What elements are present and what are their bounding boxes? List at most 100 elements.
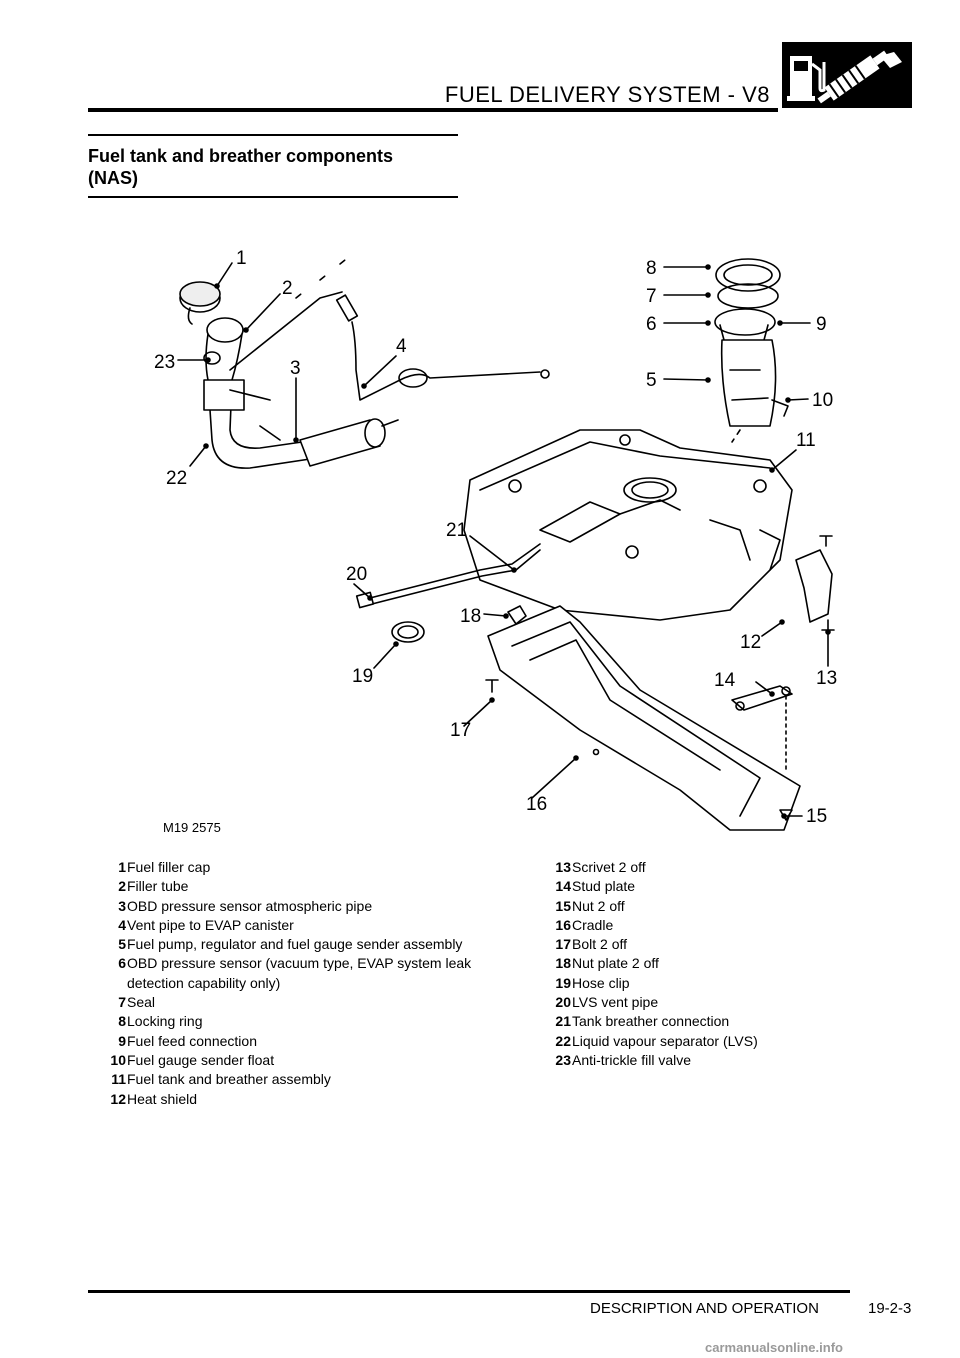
legend-num: 13 <box>555 859 571 875</box>
callout-12: 12 <box>740 632 761 653</box>
legend-num: 12 <box>110 1090 126 1107</box>
legend-text: Liquid vapour separator (LVS) <box>572 1032 758 1049</box>
callout-18: 18 <box>460 606 481 627</box>
footer-section-name: DESCRIPTION AND OPERATION <box>590 1300 819 1317</box>
legend-text: Heat shield <box>127 1090 198 1107</box>
legend-num: 9 <box>118 1032 126 1049</box>
section-bottom-rule <box>88 196 458 198</box>
legend-num: 23 <box>555 1051 571 1068</box>
callout-5: 5 <box>646 370 657 391</box>
section-top-rule <box>88 134 458 136</box>
watermark: carmanualsonline.info <box>705 1340 843 1355</box>
callout-17: 17 <box>450 720 471 741</box>
legend-text: Nut plate 2 off <box>572 955 659 972</box>
cradle <box>487 605 801 831</box>
breather-pipe <box>355 543 541 643</box>
legend-num: 10 <box>110 1051 126 1068</box>
callout-labels: 1 2 3 4 5 6 7 8 9 10 11 12 13 14 15 16 1… <box>154 248 837 827</box>
legend-num: 3 <box>118 897 126 914</box>
exploded-diagram: 1 2 3 4 5 6 7 8 9 10 11 12 13 14 15 16 1… <box>120 230 860 840</box>
legend-num: 21 <box>555 1013 571 1030</box>
legend-text: Vent pipe to EVAP canister <box>127 916 294 933</box>
legend-text: Fuel filler cap <box>127 859 211 875</box>
callout-3: 3 <box>290 358 301 379</box>
legend-num: 20 <box>555 994 571 1011</box>
legend-num: 7 <box>118 994 126 1011</box>
callout-1: 1 <box>236 248 247 269</box>
legend-num: 6 <box>118 955 126 972</box>
legend-num: 18 <box>555 955 571 972</box>
legend-num: 22 <box>555 1032 571 1049</box>
legend-num: 1 <box>118 859 126 875</box>
callout-4: 4 <box>396 336 407 357</box>
legend-num: 19 <box>555 974 571 991</box>
legend-text: OBD pressure sensor atmospheric pipe <box>127 897 373 914</box>
legend-num: 15 <box>555 897 571 914</box>
callout-7: 7 <box>646 286 657 307</box>
figure-id: M19 2575 <box>163 820 221 835</box>
legend-text: LVS vent pipe <box>572 994 659 1011</box>
legend-text: Anti-trickle fill valve <box>572 1051 692 1068</box>
pump-module <box>714 258 789 443</box>
legend-num: 8 <box>118 1013 126 1030</box>
legend-num: 4 <box>118 916 126 933</box>
fuel-system-icon <box>782 42 912 108</box>
legend-num: 2 <box>118 878 126 895</box>
callout-21: 21 <box>446 520 467 541</box>
footer-rule <box>88 1290 850 1293</box>
callout-15: 15 <box>806 806 827 827</box>
section-title-line-1: Fuel tank and breather components <box>88 146 394 166</box>
legend-text: Locking ring <box>127 1013 203 1030</box>
legend-text: Fuel pump, regulator and fuel gauge send… <box>127 936 463 953</box>
legend-text: OBD pressure sensor (vacuum type, EVAP s… <box>127 955 472 991</box>
section-title-line-2: (NAS) <box>88 168 138 188</box>
legend-text: Scrivet 2 off <box>572 859 646 875</box>
legend-text: Stud plate <box>572 878 636 895</box>
legend-text: Fuel tank and breather assembly <box>127 1071 331 1088</box>
callout-11: 11 <box>796 430 816 451</box>
callout-14: 14 <box>714 670 736 691</box>
legend-num: 5 <box>118 936 126 953</box>
legend-text: Filler tube <box>127 878 189 895</box>
legend-text: Hose clip <box>572 974 630 991</box>
callout-16: 16 <box>526 794 547 815</box>
filler-assembly <box>179 255 550 469</box>
callout-19: 19 <box>352 666 373 687</box>
legend-text: Fuel gauge sender float <box>127 1051 275 1068</box>
callout-6: 6 <box>646 314 657 335</box>
page-number: 19-2-3 <box>868 1300 912 1317</box>
callout-22: 22 <box>166 468 187 489</box>
callout-20: 20 <box>346 564 367 585</box>
legend-num: 11 <box>111 1071 126 1088</box>
leader-lines <box>177 262 831 819</box>
header-rule <box>88 108 778 112</box>
callout-2: 2 <box>282 278 293 299</box>
callout-13: 13 <box>816 668 837 689</box>
callout-23: 23 <box>154 352 175 373</box>
callout-9: 9 <box>816 314 827 335</box>
legend-text: Nut 2 off <box>572 897 625 914</box>
legend-text: Fuel feed connection <box>127 1032 257 1049</box>
